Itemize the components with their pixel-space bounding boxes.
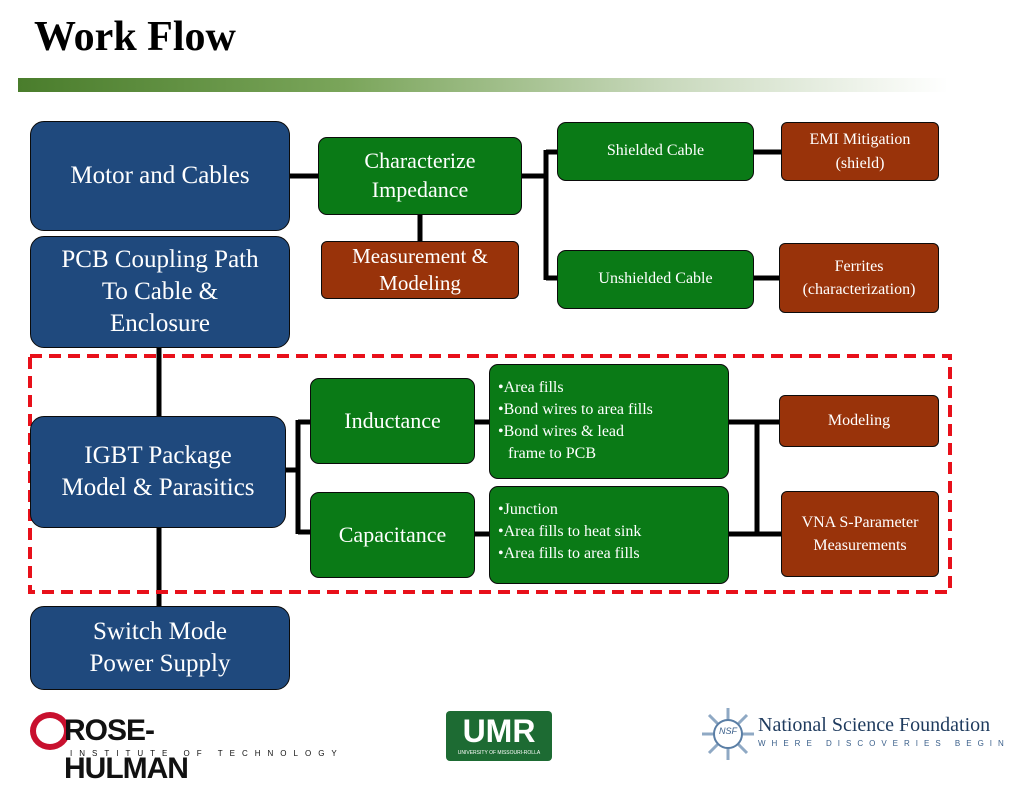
inductance-detail-item: •Area fills [498, 379, 564, 396]
capacitance-details-box: •Junction •Area fills to heat sink •Area… [489, 486, 729, 584]
characterize-impedance-line-2: Impedance [371, 177, 469, 202]
igbt-package-line-1: IGBT Package [84, 442, 232, 469]
capacitance-box: Capacitance [310, 492, 475, 578]
measurement-modeling-box: Measurement & Modeling [321, 241, 519, 299]
vna-line-2: Measurements [813, 537, 907, 554]
shielded-cable-label: Shielded Cable [606, 142, 705, 160]
inductance-label: Inductance [344, 407, 441, 433]
switch-mode-power-supply-box: Switch Mode Power Supply [30, 606, 290, 690]
nsf-tagline: WHERE DISCOVERIES BEGIN [758, 739, 1010, 748]
pcb-coupling-line-1: PCB Coupling Path [61, 246, 259, 273]
nsf-emblem-icon [702, 708, 754, 760]
rose-hulman-logo: ROSE-HULMAN INSTITUTE OF TECHNOLOGY [30, 712, 337, 785]
umr-logo: UMR UNIVERSITY OF MISSOURI-ROLLA [446, 711, 552, 761]
emi-mitigation-line-1: EMI Mitigation [809, 131, 911, 149]
ferrites-line-1: Ferrites [834, 257, 884, 275]
capacitance-detail-item: •Area fills to heat sink [498, 523, 642, 540]
connector-lines [28, 149, 952, 608]
inductance-box: Inductance [310, 378, 475, 464]
shielded-cable-box: Shielded Cable [557, 122, 754, 181]
nsf-badge-text: NSF [719, 726, 737, 736]
pcb-coupling-box: PCB Coupling Path To Cable & Enclosure [30, 236, 290, 348]
ferrites-line-2: (characterization) [802, 281, 916, 298]
modeling-label: Modeling [827, 412, 891, 430]
pcb-coupling-line-3: Enclosure [110, 310, 210, 337]
nsf-logo: NSF National Science Foundation WHERE DI… [696, 704, 1004, 764]
motor-and-cables-box: Motor and Cables [30, 121, 290, 231]
switch-mode-line-1: Switch Mode [92, 618, 228, 645]
rose-hulman-subtitle: INSTITUTE OF TECHNOLOGY [70, 749, 344, 758]
igbt-package-box: IGBT Package Model & Parasitics [30, 416, 286, 528]
capacitance-label: Capacitance [338, 521, 447, 547]
umr-wordmark: UMR [462, 713, 536, 749]
measurement-modeling-line-1: Measurement & [352, 243, 488, 268]
inductance-details-box: •Area fills •Bond wires to area fills •B… [489, 364, 729, 479]
switch-mode-line-2: Power Supply [89, 650, 231, 677]
nsf-name: National Science Foundation [758, 714, 991, 736]
modeling-box: Modeling [779, 395, 939, 447]
unshielded-cable-label: Unshielded Cable [598, 270, 713, 288]
measurement-modeling-line-2: Modeling [379, 271, 461, 295]
ferrites-box: Ferrites (characterization) [779, 243, 939, 313]
vna-measurements-box: VNA S-Parameter Measurements [781, 491, 939, 577]
capacitance-detail-item: •Area fills to area fills [498, 545, 640, 562]
motor-and-cables-label: Motor and Cables [70, 162, 250, 189]
vna-line-1: VNA S-Parameter [801, 513, 919, 531]
characterize-impedance-box: Characterize Impedance [318, 137, 522, 215]
inductance-detail-item: •Bond wires to area fills [498, 401, 653, 418]
inductance-detail-item: •Bond wires & lead [498, 423, 625, 440]
inductance-detail-continuation: frame to PCB [504, 445, 596, 462]
title-underline-bar [18, 78, 948, 92]
umr-subtitle: UNIVERSITY OF MISSOURI-ROLLA [457, 750, 541, 756]
pcb-coupling-line-2: To Cable & [101, 278, 219, 305]
characterize-impedance-line-1: Characterize [364, 148, 476, 174]
unshielded-cable-box: Unshielded Cable [557, 250, 754, 309]
igbt-package-line-2: Model & Parasitics [61, 474, 255, 501]
capacitance-detail-item: •Junction [498, 501, 558, 518]
slide-title: Work Flow [34, 14, 236, 60]
emi-mitigation-box: EMI Mitigation (shield) [781, 122, 939, 181]
capacitance-details-list: •Junction •Area fills to heat sink •Area… [498, 499, 641, 565]
emi-mitigation-line-2: (shield) [835, 154, 885, 172]
inductance-details-list: •Area fills •Bond wires to area fills •B… [498, 377, 653, 465]
